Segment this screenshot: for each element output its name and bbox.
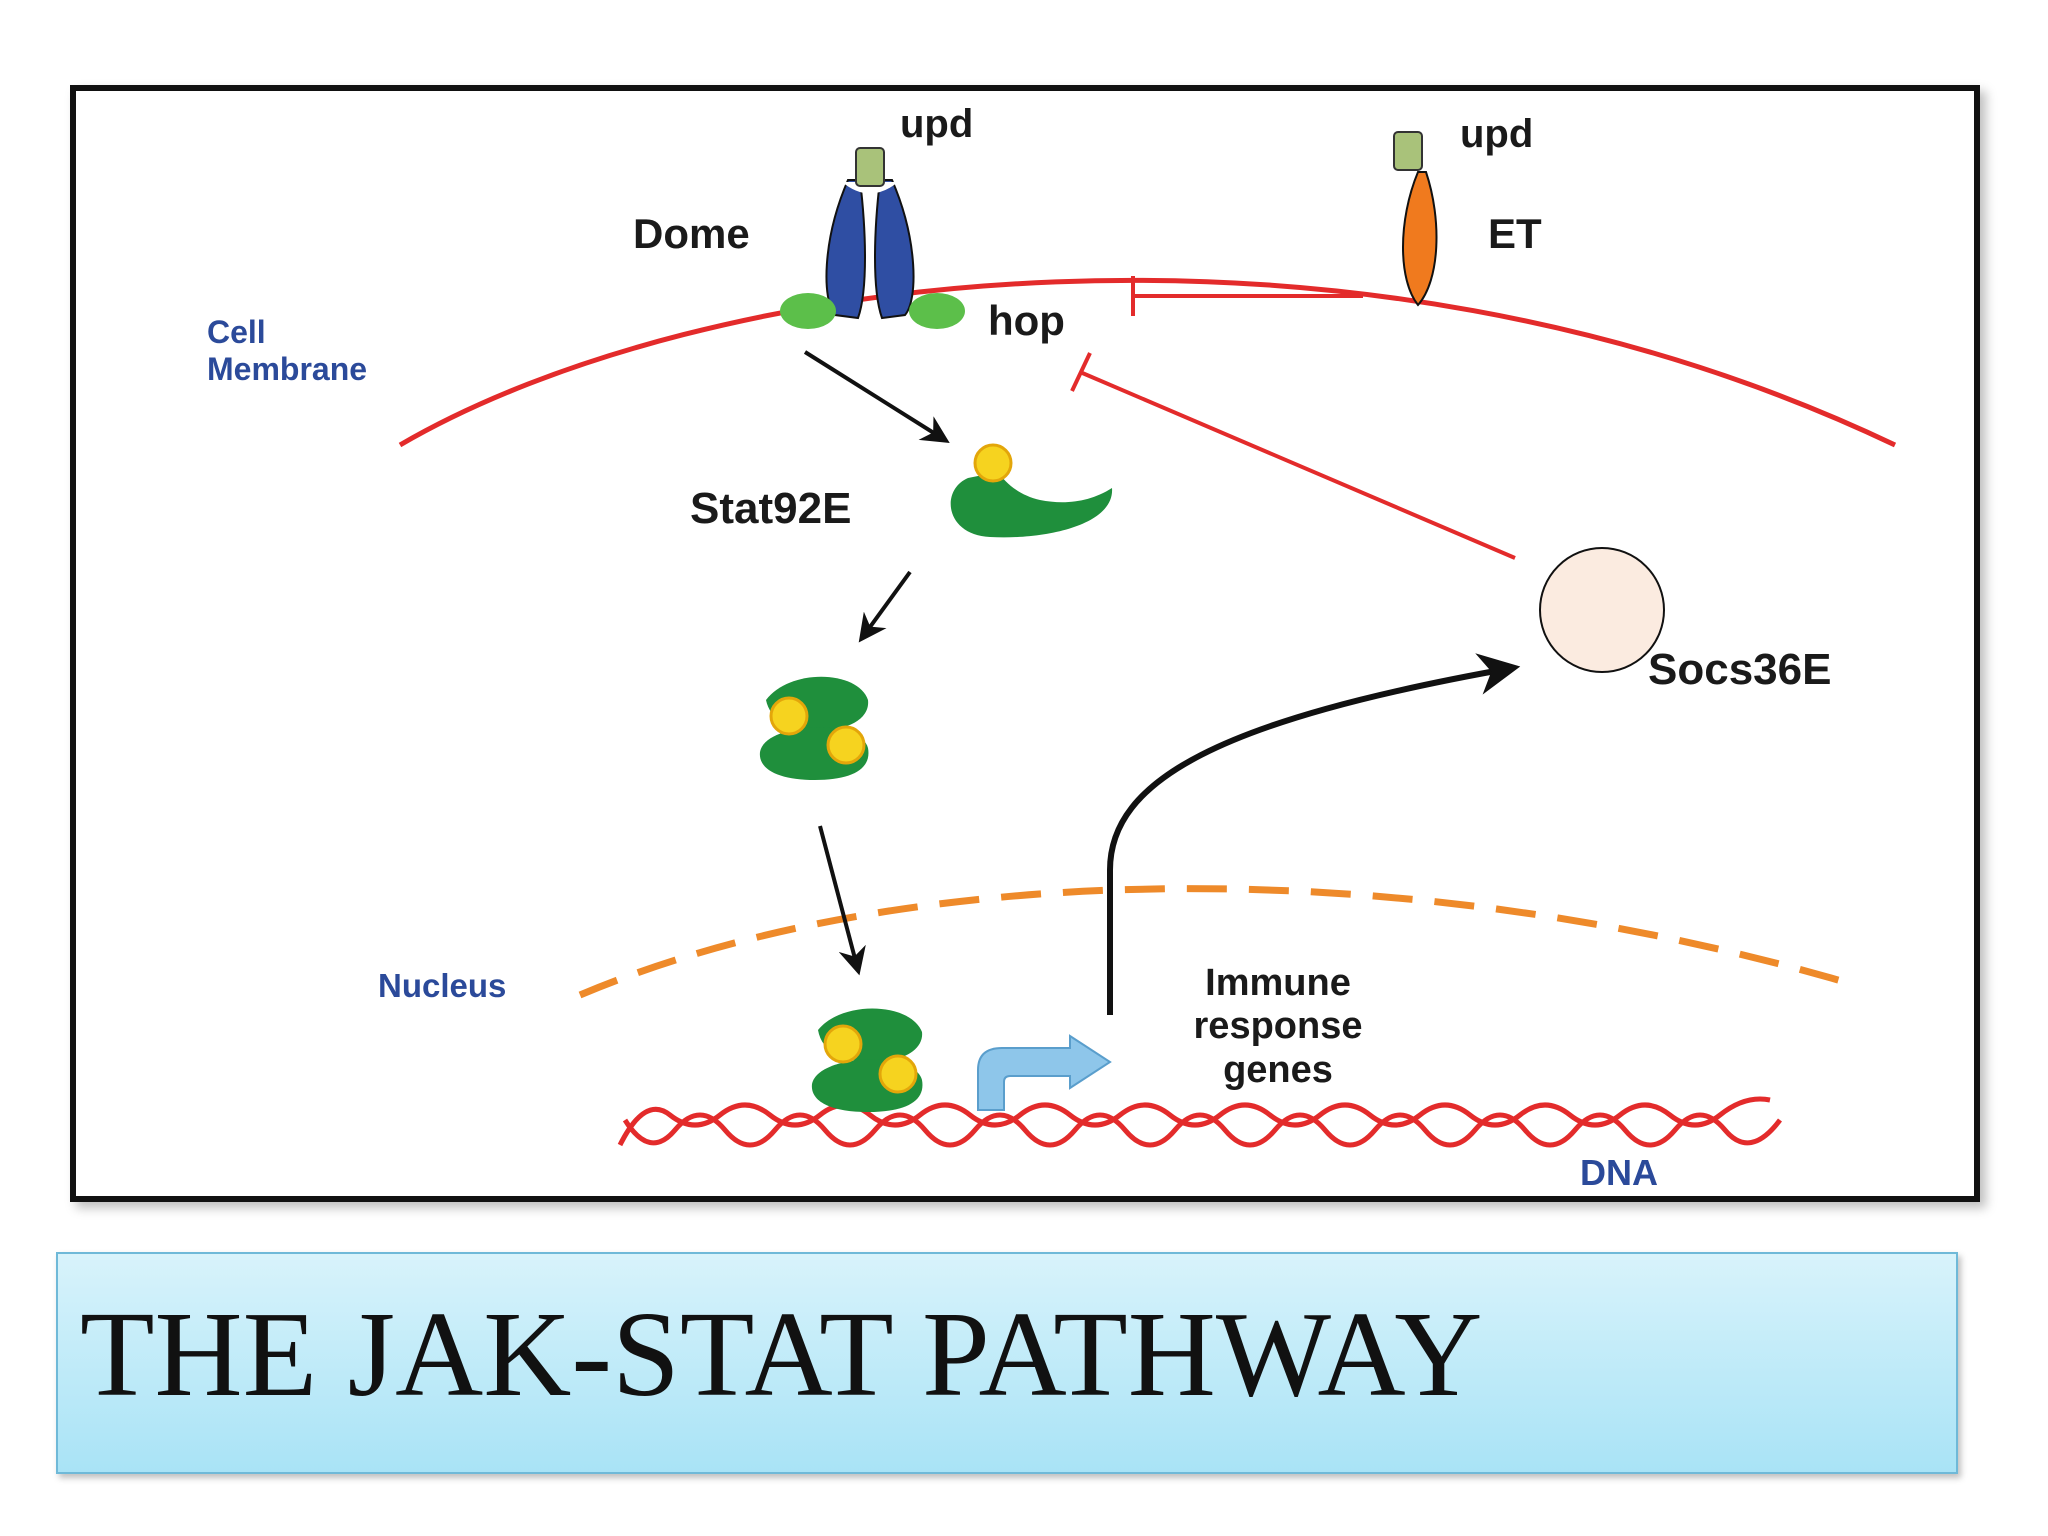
socs-inhibition: [1070, 352, 1516, 560]
et-inhibition: [1131, 276, 1363, 316]
jak-stat-diagram: upd upd Dome ET hop Cell Membrane Stat92…: [207, 102, 1897, 1193]
et-receptor: [1402, 171, 1438, 307]
upd-ligand-left: [855, 147, 885, 187]
stat-dimer-cytoplasm: [759, 676, 869, 780]
label-immune: Immune: [1205, 962, 1351, 1004]
hop-left: [780, 293, 836, 329]
arrow-stat-to-dimer: [858, 570, 912, 643]
hop-right: [909, 293, 965, 329]
nucleus-membrane-arc: [578, 885, 1856, 999]
label-response: response: [1194, 1005, 1363, 1047]
label-socs36e: Socs36E: [1648, 645, 1831, 694]
stat92e-monomer: [950, 443, 1113, 538]
slide-title: THE JAK-STAT PATHWAY: [80, 1287, 1483, 1422]
label-nucleus: Nucleus: [378, 967, 506, 1004]
socs36e-protein: [1539, 547, 1665, 673]
dna-strand-1: [617, 1096, 1771, 1147]
dna-strand-2: [622, 1112, 1782, 1148]
dome-receptor: [825, 179, 915, 320]
label-dna: DNA: [1580, 1152, 1658, 1193]
upd-ligand-right: [1393, 131, 1423, 171]
label-stat92e: Stat92E: [690, 484, 851, 533]
arrow-genes-to-socs: [1107, 653, 1521, 1015]
cell-membrane-arc: [398, 277, 1897, 448]
label-hop: hop: [988, 297, 1065, 344]
label-upd-right: upd: [1460, 112, 1533, 156]
title-banner: THE JAK-STAT PATHWAY: [56, 1252, 1958, 1474]
diagram-frame: upd upd Dome ET hop Cell Membrane Stat92…: [70, 85, 1980, 1202]
label-membrane: Membrane: [207, 351, 367, 387]
label-genes: genes: [1223, 1049, 1333, 1091]
label-upd-left: upd: [900, 102, 973, 146]
transcription-start-arrow: [977, 1034, 1112, 1111]
arrow-dimer-to-nucleus: [818, 825, 866, 976]
label-et: ET: [1488, 210, 1542, 257]
label-dome: Dome: [633, 210, 750, 257]
arrow-hop-to-stat: [803, 350, 950, 443]
stat-dimer-nucleus: [811, 1008, 923, 1112]
label-cell: Cell: [207, 314, 266, 350]
